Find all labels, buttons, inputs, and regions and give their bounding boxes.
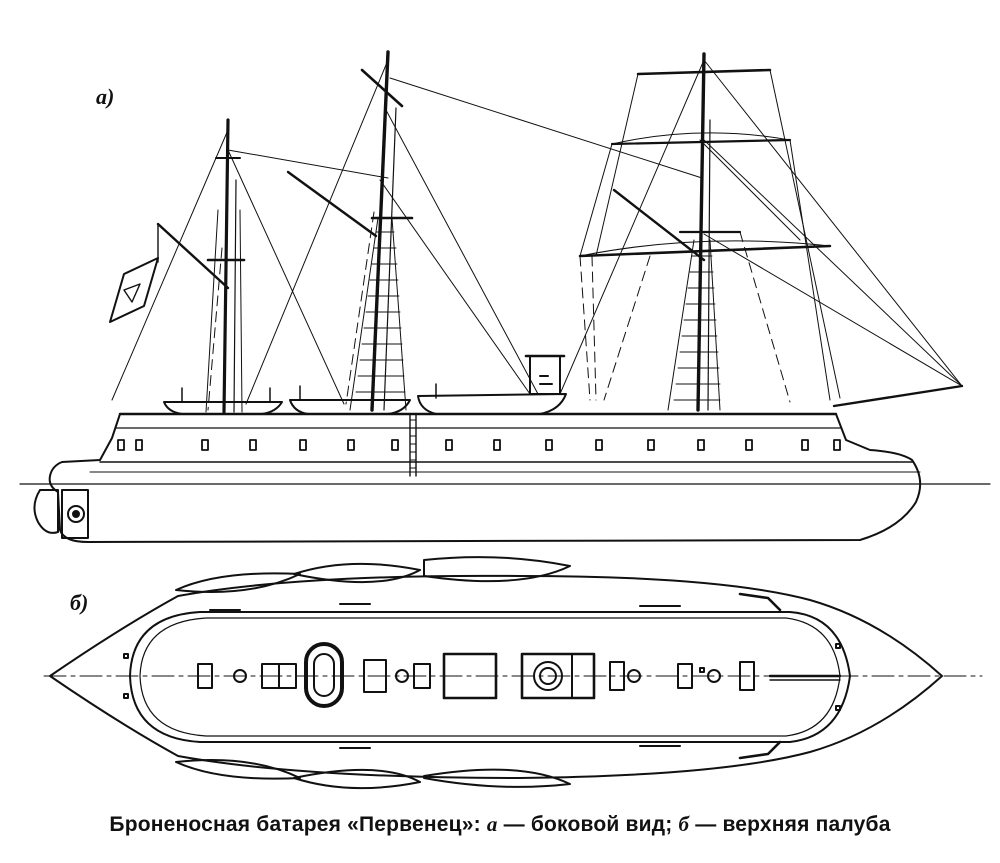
mizzen-mast [156, 118, 246, 414]
top-boats [175, 556, 571, 790]
top-view [43, 556, 983, 790]
deck-outer-outline [49, 574, 943, 779]
deck-fittings [123, 592, 842, 760]
rudder [33, 489, 59, 534]
rigging [111, 59, 963, 411]
top-view-label: б) [70, 590, 89, 615]
flag [109, 223, 159, 323]
main-mast [286, 50, 414, 412]
side-view [19, 50, 991, 543]
ship-drawing [19, 50, 991, 790]
caption-prefix: Броненосная батарея «Первенец»: [109, 813, 487, 836]
caption-b-text: — верхняя палуба [689, 813, 891, 836]
caption-b-letter: б [678, 812, 690, 836]
bowsprit [832, 384, 964, 408]
caption-a-letter: а [486, 812, 498, 836]
hull-outline [48, 413, 922, 543]
figure-caption: Броненосная батарея «Первенец»: а — боко… [0, 812, 1000, 837]
deck-boats [163, 383, 567, 415]
deck-inner-outline [129, 611, 851, 743]
fore-mast [578, 52, 832, 412]
side-portholes [117, 439, 841, 451]
side-view-label: а) [96, 84, 115, 109]
funnel [524, 354, 566, 395]
caption-a-text: — боковой вид; [497, 813, 679, 836]
